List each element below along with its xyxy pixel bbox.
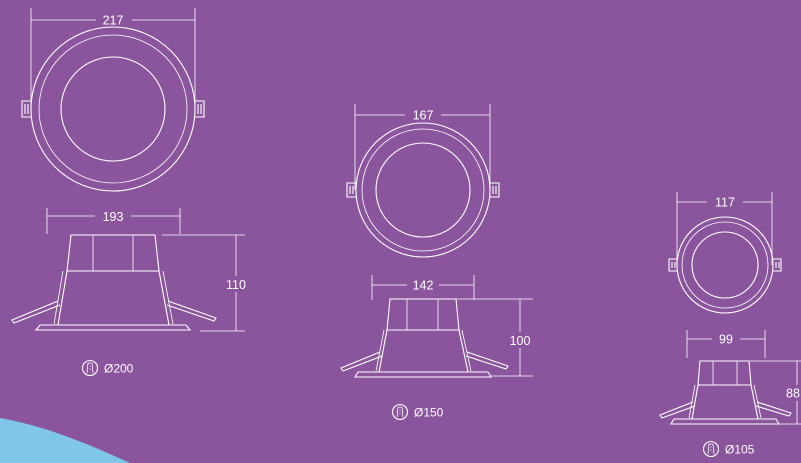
model-3-base-width: 99 [719,333,733,347]
model-1-top-view: 217 [21,8,205,192]
spring-clip-icon [195,100,205,118]
model-3-cutout-diameter: Ø105 [725,443,755,457]
model-3-side-view: 99 88 [659,330,801,425]
model-1-side-view: 193 110 [11,208,250,332]
model-3-top-view: 117 [668,192,782,314]
model-1-height: 110 [226,278,246,292]
spring-clip-icon [21,100,31,118]
model-2-top-diameter: 167 [413,109,434,123]
cutout-hole-icon [81,359,99,377]
model-3: 117 99 88 [659,192,801,458]
model-2-top-view: 167 [346,104,500,258]
model-1-base-width: 193 [103,210,124,224]
model-3-top-diameter: 117 [715,196,735,210]
model-2: 167 142 100 [340,104,536,421]
spring-clip-icon [346,182,356,198]
model-3-cutout: Ø105 [702,440,755,458]
model-2-base-width: 142 [413,279,434,293]
spring-clip-icon [490,182,500,198]
model-2-cutout: Ø150 [391,403,444,421]
model-2-cutout-diameter: Ø150 [414,406,444,420]
model-1-top-diameter: 217 [103,14,124,28]
cutout-hole-icon [391,403,409,421]
model-2-height: 100 [510,334,531,348]
cutout-hole-icon [702,440,720,458]
model-1: 217 193 110 [11,8,250,377]
model-3-height: 88 [786,387,800,401]
model-1-cutout: Ø200 [81,359,134,377]
spring-clip-icon [668,258,677,272]
model-1-cutout-diameter: Ø200 [104,362,134,376]
spring-clip-icon [773,258,782,272]
model-2-side-view: 142 100 [340,275,536,378]
corner-swoosh [0,418,130,463]
